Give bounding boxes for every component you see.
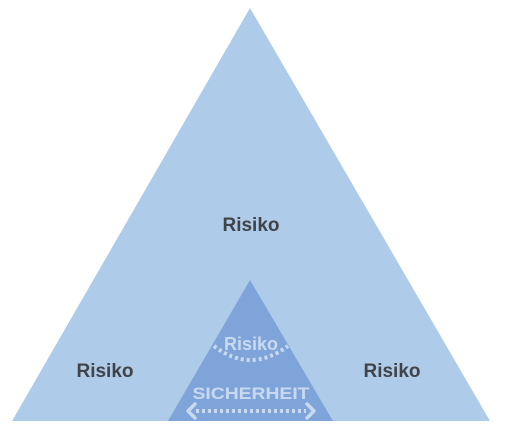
outer-triangle <box>12 8 490 421</box>
label-inner-risiko: Risiko <box>224 334 278 354</box>
inner-triangle <box>168 280 333 421</box>
label-right-risiko: Risiko <box>363 361 420 382</box>
label-sicherheit: SICHERHEIT <box>193 384 311 403</box>
label-left-risiko: Risiko <box>76 361 133 382</box>
label-top-risiko: Risiko <box>222 215 279 236</box>
double-arrow-icon <box>186 402 316 420</box>
dotted-arc <box>212 344 290 362</box>
